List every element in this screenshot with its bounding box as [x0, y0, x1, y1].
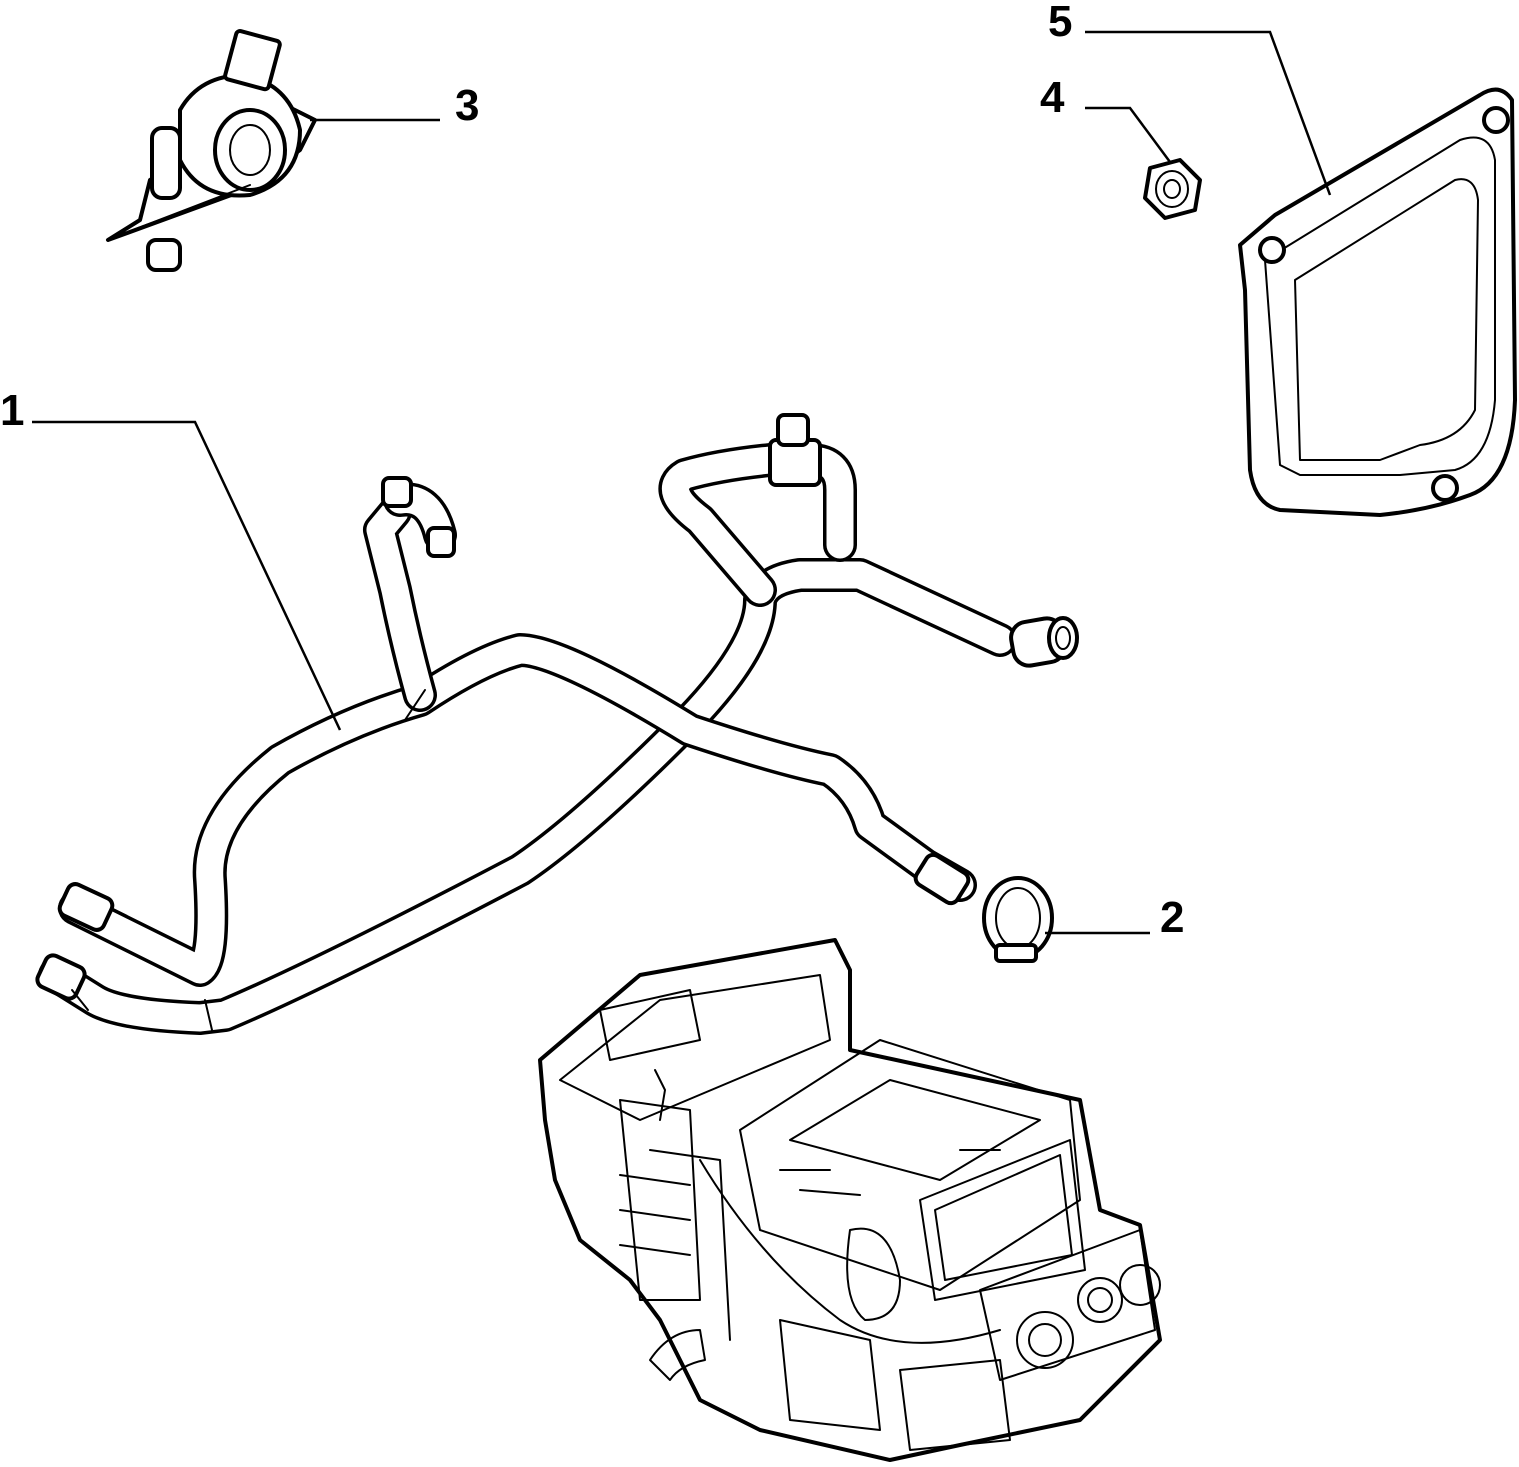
callout-2: 2 — [1160, 893, 1184, 942]
heater-unit-assembly — [538, 938, 1162, 1462]
callout-1: 1 — [0, 386, 24, 435]
water-valve-part-3 — [106, 29, 317, 272]
nut-part-4 — [1143, 158, 1202, 220]
callout-3: 3 — [455, 81, 479, 130]
hose-clamp-part-2 — [982, 876, 1054, 963]
callouts: 1 2 3 4 5 — [0, 0, 1184, 942]
hose-assembly-part-1 — [35, 413, 1079, 1035]
leader-lines — [32, 30, 1332, 935]
leader-line-1 — [32, 420, 342, 731]
leader-line-5 — [1085, 30, 1332, 196]
callout-4: 4 — [1040, 73, 1065, 122]
callout-5: 5 — [1048, 0, 1072, 46]
leader-line-4 — [1085, 106, 1172, 163]
gasket-part-5 — [1238, 87, 1517, 517]
